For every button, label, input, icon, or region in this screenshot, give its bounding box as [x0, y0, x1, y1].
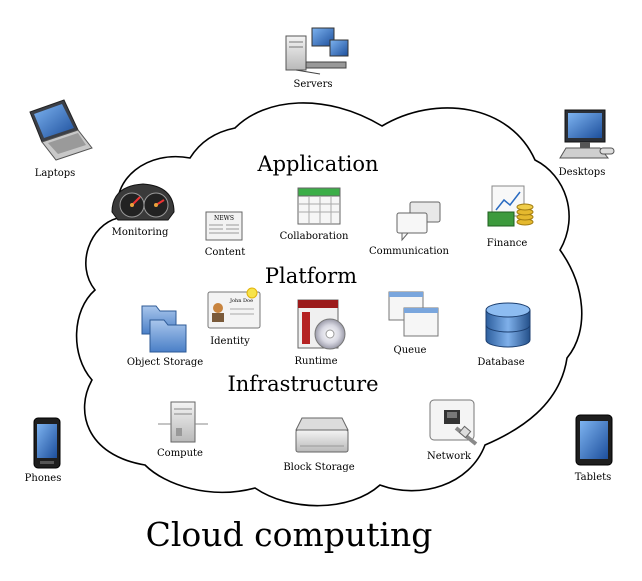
newspaper-icon: NEWS: [205, 211, 243, 241]
identity-label: Identity: [210, 336, 250, 347]
servers-label: Servers: [293, 79, 332, 90]
runtime-cd-icon: [297, 299, 346, 350]
hard-drive-icon: [295, 417, 349, 453]
calendar-icon: [297, 187, 341, 225]
finance-label: Finance: [487, 238, 528, 249]
communication-label: Communication: [369, 246, 450, 257]
network-port-icon: [429, 399, 478, 446]
collaboration-label: Collaboration: [280, 231, 349, 242]
tablet-icon: [575, 414, 613, 466]
application-heading: Application: [256, 152, 378, 176]
phones-label: Phones: [25, 473, 62, 484]
compute-label: Compute: [157, 448, 203, 459]
folder-icon: [141, 305, 187, 353]
infrastructure-heading: Infrastructure: [227, 372, 378, 396]
desktop-icon: [559, 109, 615, 159]
servers-icon: [285, 27, 349, 75]
id-card-icon: John Doe: [207, 287, 261, 329]
laptop-icon: [29, 99, 93, 161]
chat-bubbles-icon: [396, 201, 441, 242]
tablets-label: Tablets: [575, 472, 612, 483]
network-label: Network: [427, 451, 472, 462]
queue-label: Queue: [394, 345, 427, 356]
object-storage-label: Object Storage: [127, 357, 203, 368]
content-label: Content: [205, 247, 246, 258]
id-card-name: John Doe: [229, 298, 253, 304]
newspaper-masthead: NEWS: [214, 215, 234, 222]
finance-chart-icon: [487, 185, 534, 227]
database-icon: [485, 302, 531, 348]
compute-tower-icon: [158, 401, 208, 443]
diagram-title: Cloud computing: [146, 515, 433, 554]
runtime-label: Runtime: [294, 356, 337, 367]
gauge-icon: [111, 183, 175, 221]
monitoring-label: Monitoring: [112, 227, 169, 238]
platform-heading: Platform: [265, 264, 357, 288]
block-storage-label: Block Storage: [283, 462, 354, 473]
database-label: Database: [477, 357, 524, 368]
desktops-label: Desktops: [559, 167, 606, 178]
laptops-label: Laptops: [35, 168, 76, 179]
queue-windows-icon: [388, 291, 439, 337]
phone-icon: [33, 417, 61, 469]
